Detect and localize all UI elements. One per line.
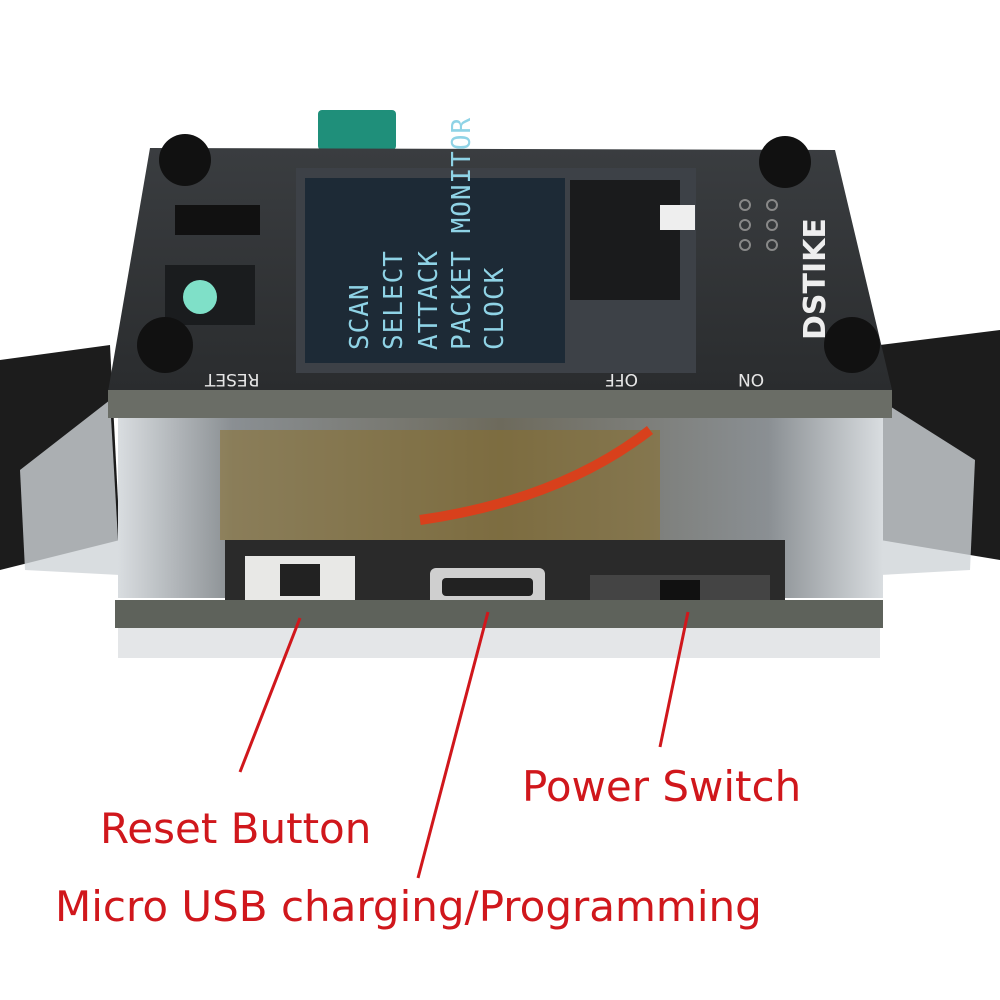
brand-logo: DSTIKE bbox=[798, 218, 833, 340]
power-pointer bbox=[658, 611, 690, 748]
reset-button-label: Reset Button bbox=[100, 804, 372, 853]
oled-menu-item: CLOCK bbox=[480, 267, 510, 350]
led-icon bbox=[183, 280, 217, 314]
micro-usb-label: Micro USB charging/Programming bbox=[55, 882, 762, 931]
reset-pointer bbox=[238, 617, 302, 773]
oled-menu-item: SCAN bbox=[345, 283, 375, 350]
oled-menu-item: SELECT bbox=[379, 250, 409, 350]
case-label-on: ON bbox=[738, 369, 765, 389]
power-switch-label: Power Switch bbox=[522, 762, 802, 811]
screw-icon bbox=[137, 134, 880, 373]
case-label-reset: RESET bbox=[205, 369, 260, 389]
oled-menu-item: ATTACK bbox=[414, 250, 444, 350]
oled-menu-item: PACKET MONITOR bbox=[447, 117, 477, 350]
bottom-plate bbox=[115, 600, 883, 628]
case-label-off: OFF bbox=[605, 369, 638, 389]
usb-pointer bbox=[416, 611, 490, 879]
mode-switch bbox=[318, 110, 396, 150]
